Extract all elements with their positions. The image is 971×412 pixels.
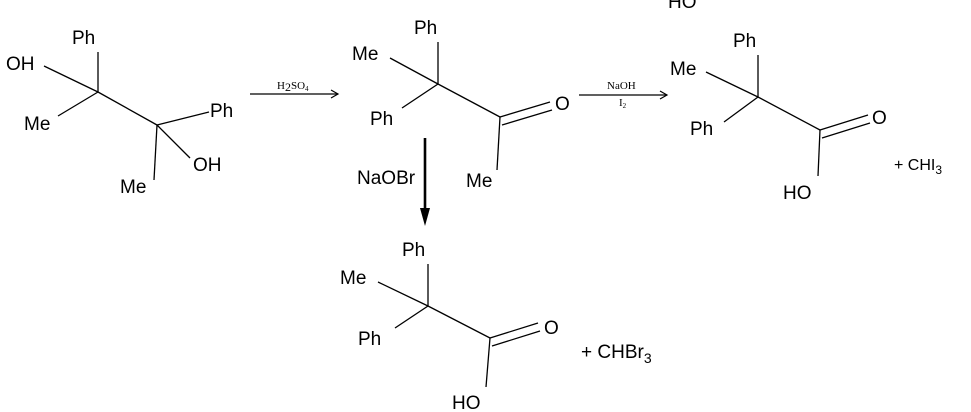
reagent-acid-label: H2SO4	[277, 80, 309, 94]
reagent-hypobromite-label: NaOBr	[357, 168, 416, 189]
phenyl-label: Ph	[414, 18, 437, 39]
hydroxyl-label: OH	[6, 54, 35, 75]
hydroxyl-label: HO	[452, 393, 481, 412]
methyl-label: Me	[24, 114, 50, 135]
arrow-acid: H2SO4	[250, 80, 340, 99]
methyl-label: Me	[352, 44, 378, 65]
product-acid-right: Ph Me Ph O HO	[670, 31, 887, 204]
phenyl-label: Ph	[733, 31, 756, 52]
byproduct-bromoform: + CHBr3	[581, 342, 652, 366]
oxygen-label: O	[555, 94, 570, 115]
arrow-haloform-down: NaOBr	[357, 138, 430, 226]
methyl-label: Me	[340, 268, 366, 289]
hydroxyl-label: OH	[193, 155, 222, 176]
hydroxyl-label: HO	[668, 0, 697, 13]
reagent-base-label: NaOH	[607, 80, 636, 92]
methyl-label: Me	[670, 59, 696, 80]
byproduct-iodoform: + CHI3	[894, 157, 942, 177]
phenyl-label: Ph	[358, 329, 381, 350]
phenyl-label: Ph	[690, 119, 713, 140]
intermediate-ketone: Ph Me Ph O Me	[352, 18, 570, 192]
arrow-iodoform: NaOH I2	[579, 80, 669, 110]
oxygen-label: O	[872, 108, 887, 129]
phenyl-label: Ph	[402, 240, 425, 261]
hydroxyl-label: HO	[783, 183, 812, 204]
phenyl-label: Ph	[72, 28, 95, 49]
product-acid-bottom: Ph Me Ph O HO	[340, 240, 559, 412]
methyl-label: Me	[120, 177, 146, 198]
oxygen-label: O	[544, 318, 559, 339]
phenyl-label: Ph	[370, 109, 393, 130]
methyl-label: Me	[466, 171, 492, 192]
phenyl-label: Ph	[210, 101, 233, 122]
reagent-iodine-label: I2	[619, 97, 627, 110]
reactant-diol: Ph OH Me Ph OH Me	[6, 28, 233, 198]
